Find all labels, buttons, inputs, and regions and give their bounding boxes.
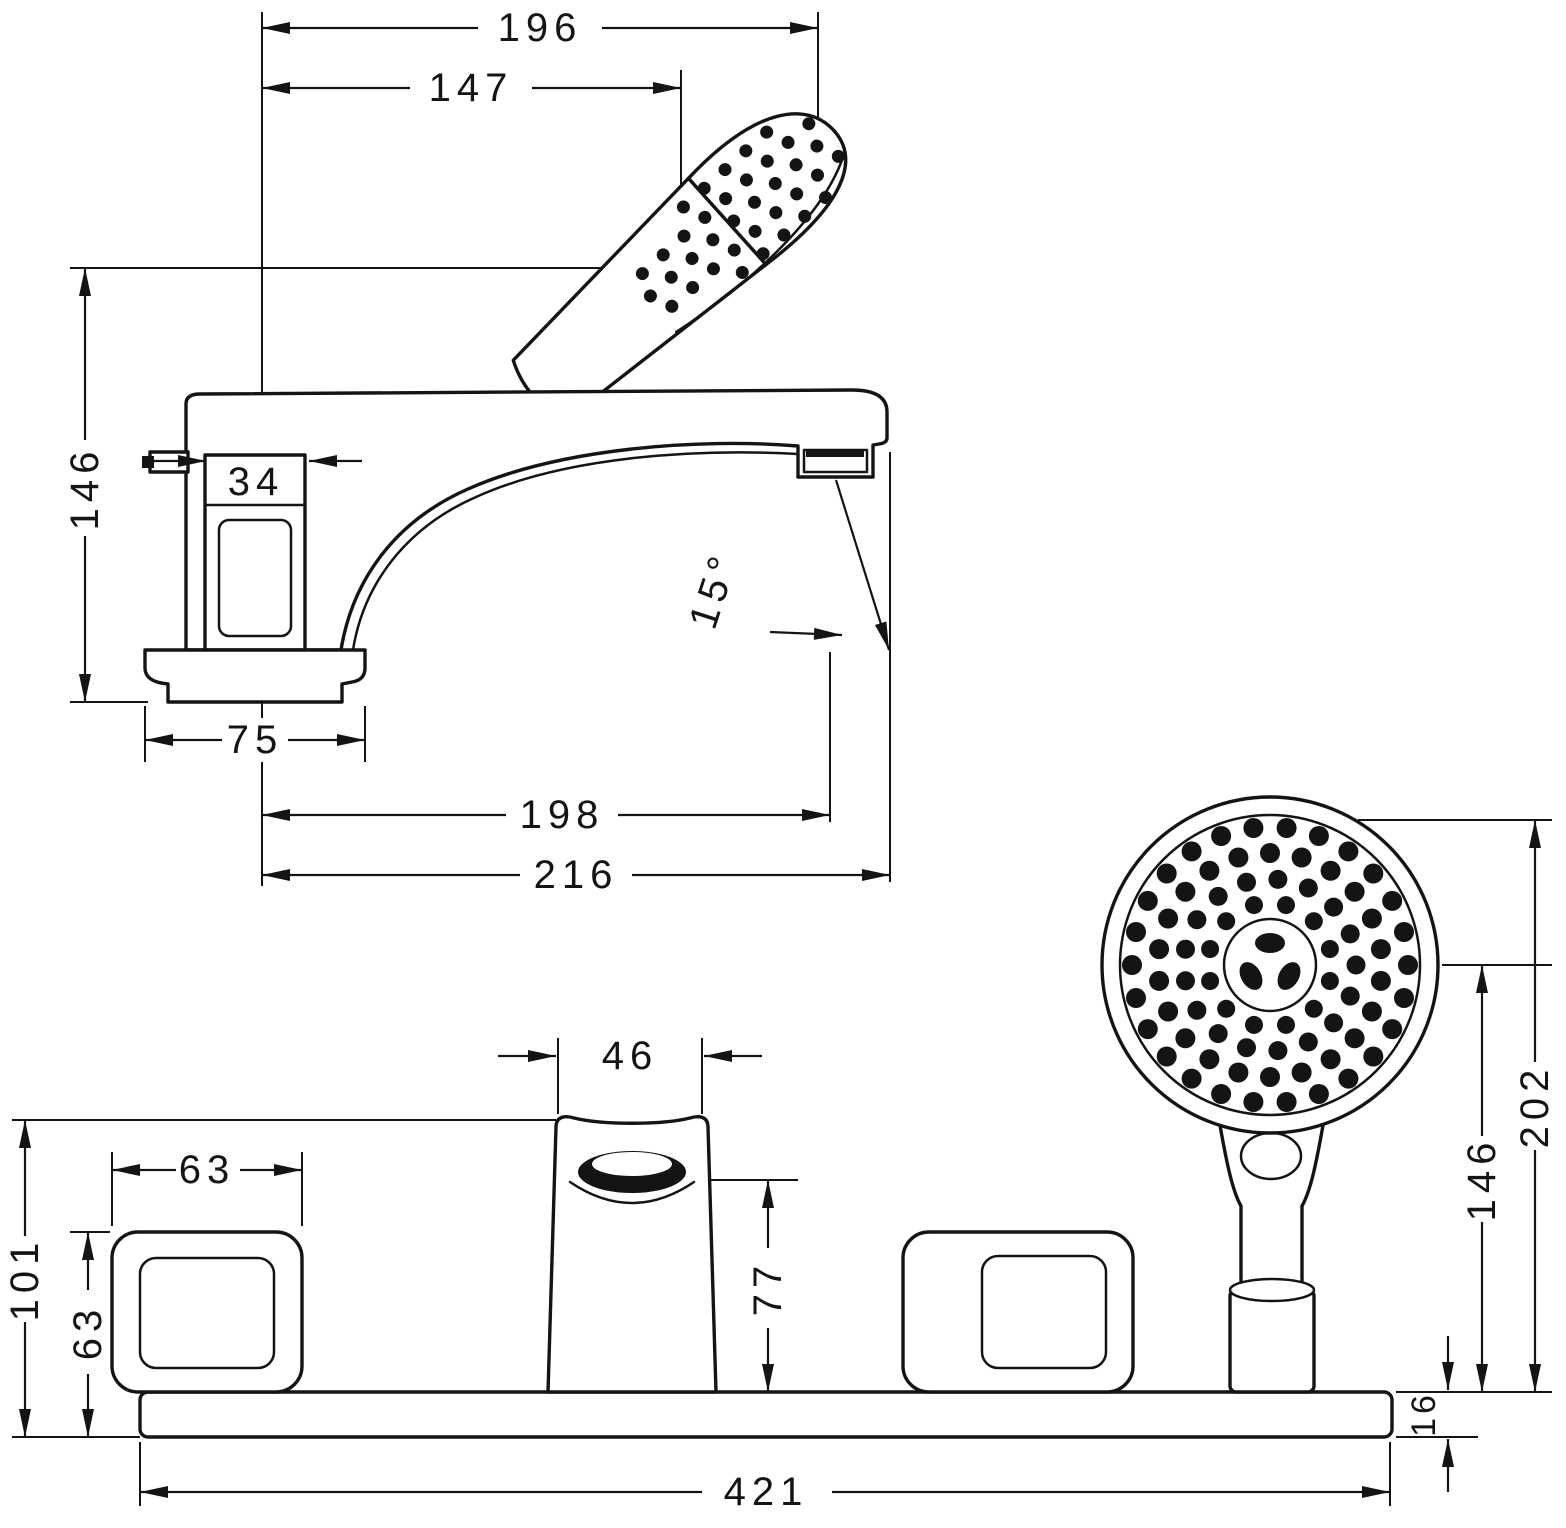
dim-196-label: 196 [498, 6, 583, 50]
hand-shower-front [1100, 795, 1440, 1394]
shower-head-outer [1100, 795, 1440, 1135]
dim-15-label: 15° [681, 546, 747, 634]
dim-16-label: 16 [1405, 1391, 1443, 1437]
dim-146-front-label: 146 [1460, 1137, 1504, 1222]
spout-body [184, 388, 889, 652]
deck-plate [138, 1390, 1394, 1439]
dim-216-label: 216 [534, 853, 619, 897]
dim-77-label: 77 [746, 1260, 790, 1317]
dim-147-label: 147 [429, 66, 514, 110]
dim-63-height-label: 63 [66, 1304, 110, 1361]
hand-shower-side [511, 112, 848, 422]
dim-34-label: 34 [228, 460, 285, 504]
dim-202-label: 202 [1513, 1064, 1557, 1149]
handle-side-body [203, 453, 307, 652]
hand-shower-face-line [674, 152, 846, 334]
handle-side [203, 453, 307, 652]
dim-198-label: 198 [520, 793, 605, 837]
side-view: 15° 196 147 146 34 75 198 216 [63, 6, 891, 897]
dim-146-side-label: 146 [63, 446, 107, 531]
front-spray-dots [1122, 818, 1418, 1112]
front-view: 101 63 63 46 77 146 202 16 421 [3, 795, 1557, 1514]
spout-underside-line [351, 451, 800, 652]
side-dimensions: 196 147 146 34 75 198 216 [63, 6, 890, 897]
handle-left-front [110, 1230, 304, 1394]
aerator-slot [806, 449, 864, 457]
dim-63-width-label: 63 [179, 1148, 236, 1192]
mixer-body-side [142, 388, 889, 652]
shower-center-jets [1239, 933, 1301, 990]
side-pin-tip [142, 456, 154, 468]
dim-421-label: 421 [724, 1470, 809, 1514]
dim-75-label: 75 [227, 718, 284, 762]
shower-head-inner-ring [1118, 813, 1422, 1117]
dim-46-label: 46 [602, 1034, 659, 1078]
handle-left-inner [138, 1256, 276, 1370]
handle-right-front [901, 1230, 1135, 1394]
dim-101-label: 101 [3, 1237, 47, 1322]
front-dimensions: 101 63 63 46 77 146 202 16 421 [3, 820, 1557, 1514]
handle-right-inner [980, 1254, 1108, 1370]
shower-holder [1228, 1277, 1316, 1394]
hand-shower-head-side [686, 112, 848, 267]
spout-front [546, 1115, 718, 1394]
front-extension-lines [12, 819, 1552, 1506]
shower-head-hub [1222, 917, 1318, 1013]
handle-side-inner [217, 518, 293, 638]
base-plinth-side [143, 648, 367, 704]
side-spray-dots [635, 117, 845, 313]
spout-stream-angle: 15° [681, 479, 891, 651]
